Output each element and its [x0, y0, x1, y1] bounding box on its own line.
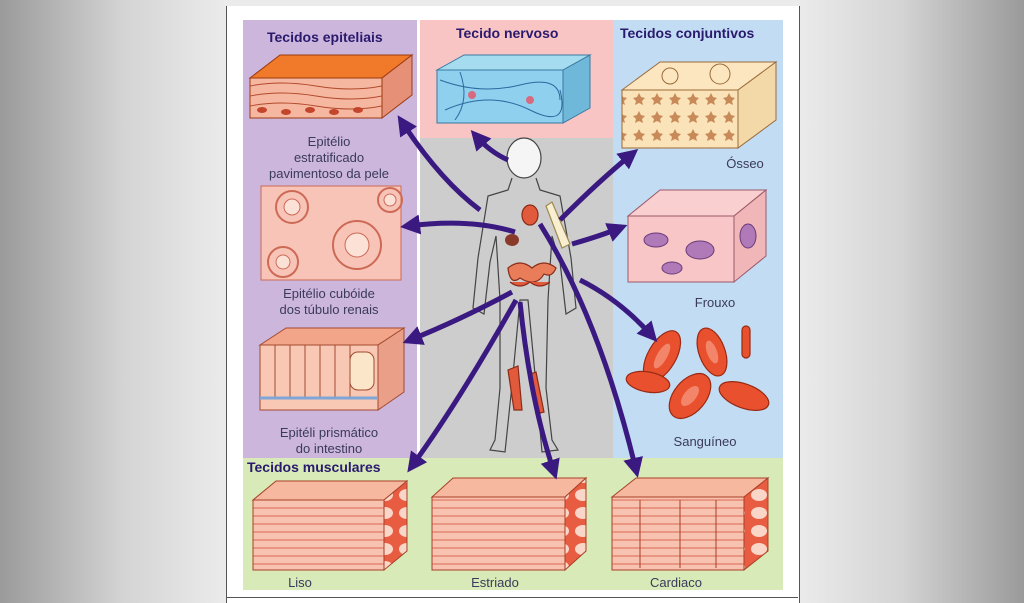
human-body-illustration: [472, 137, 577, 453]
stratified-label-1: Epitélio: [307, 134, 351, 149]
slide-bottom-divider: [226, 597, 798, 598]
striated-muscle-illustration: [430, 476, 588, 572]
nervous-tissue-illustration: [435, 54, 592, 124]
blood-label: Sanguíneo: [673, 434, 737, 449]
prismatic-epithelium-illustration: [258, 327, 406, 411]
muscular-title: Tecidos musculares: [247, 459, 381, 475]
cuboid-label-1: Epitélio cubóide: [283, 286, 375, 301]
loose-label: Frouxo: [694, 295, 736, 310]
arrows: [397, 115, 658, 480]
smooth-label: Liso: [288, 575, 312, 590]
loose-connective-illustration: [626, 188, 768, 284]
cuboid-label-2: dos túbulo renais: [279, 302, 379, 317]
bone-tissue-illustration: [620, 61, 778, 149]
prismatic-label-1: Epitéli prismático: [279, 425, 379, 440]
cuboidal-epithelium-illustration: [260, 185, 403, 281]
smooth-muscle-illustration: [251, 479, 409, 572]
nervous-title: Tecido nervoso: [456, 25, 559, 41]
stratified-label-2: estratificado: [293, 150, 365, 165]
blood-cells-illustration: [625, 325, 770, 420]
striated-label: Estriado: [471, 575, 519, 590]
stratified-label-3: pavimentoso da pele: [269, 166, 389, 181]
bone-label: Ósseo: [726, 156, 764, 171]
cardiac-muscle-illustration: [610, 476, 770, 572]
prismatic-label-2: do intestino: [295, 441, 363, 456]
cardiac-label: Cardiaco: [649, 575, 703, 590]
connective-title: Tecidos conjuntivos: [620, 25, 755, 41]
epithelial-title: Tecidos epiteliais: [267, 29, 383, 45]
stratified-epithelium-illustration: [248, 53, 414, 120]
